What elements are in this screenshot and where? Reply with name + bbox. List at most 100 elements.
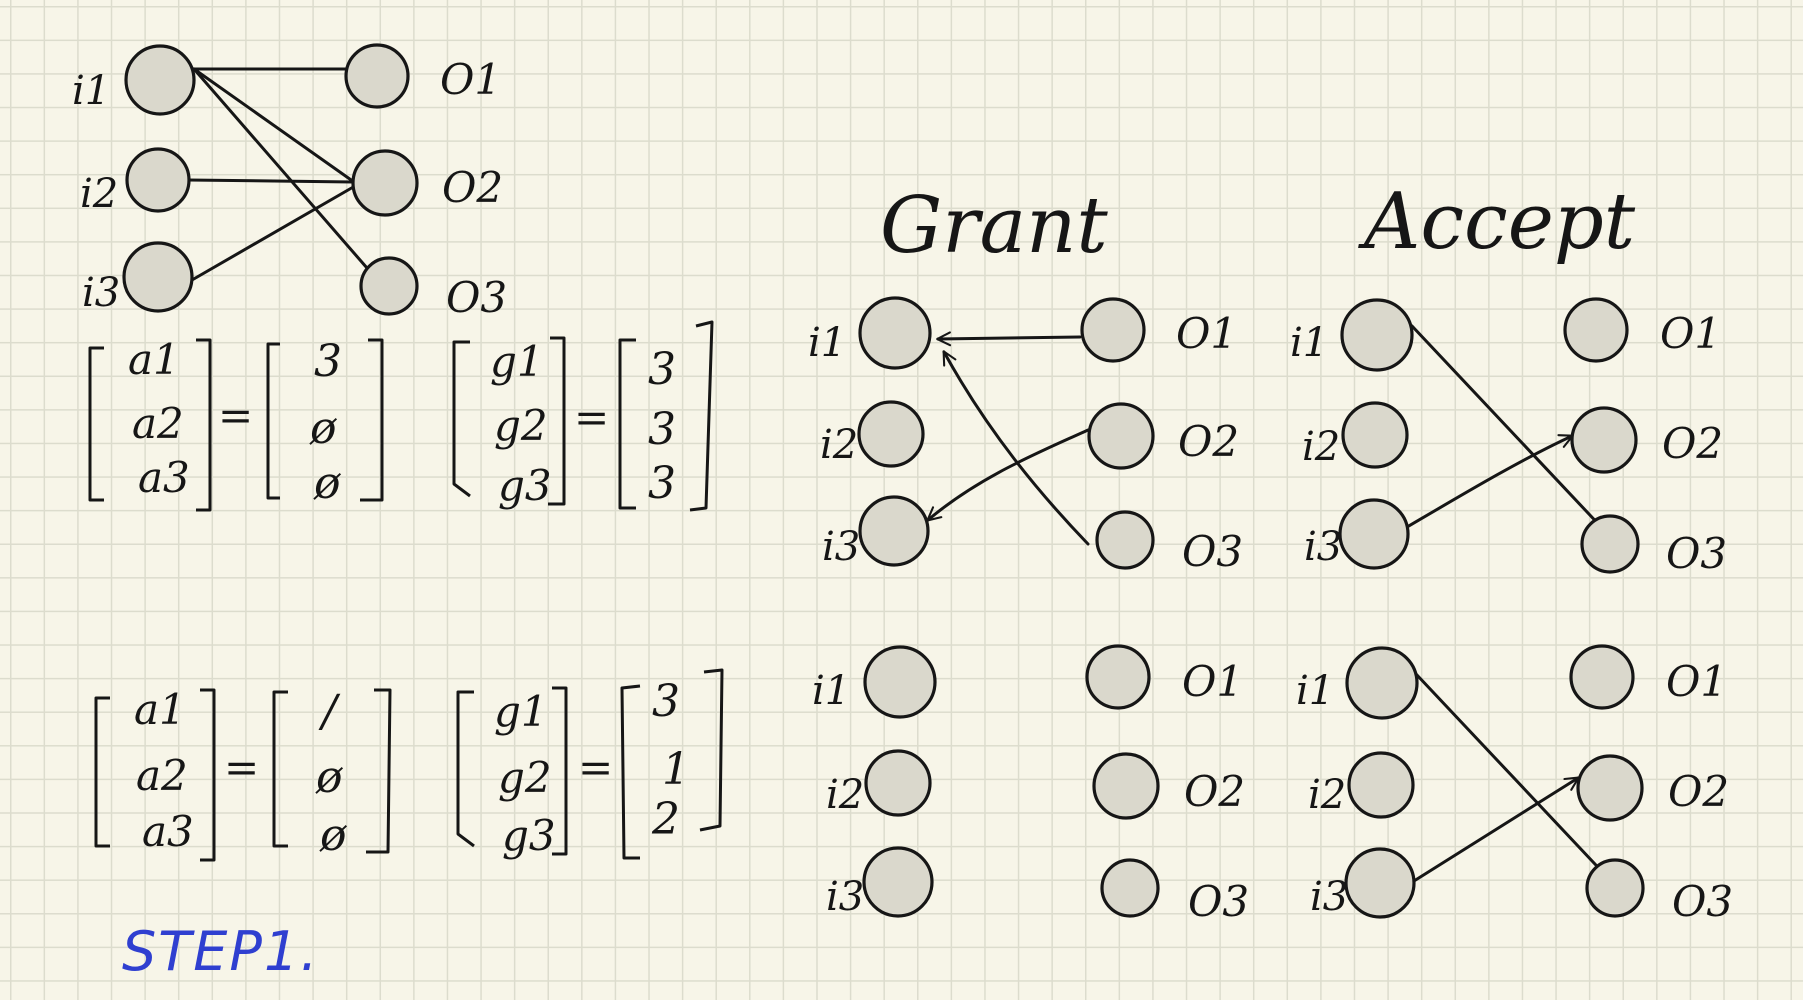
- matrix2-a-value-2: ø: [315, 752, 344, 803]
- bracket-g2-right: [552, 686, 568, 856]
- label-i2: i2: [80, 171, 118, 217]
- accept1-node-o2: [1570, 406, 1638, 474]
- matrix-a-value-1: 3: [314, 336, 342, 387]
- accept2-label-i1: i1: [1296, 668, 1334, 714]
- accept1-node-o3: [1580, 514, 1640, 574]
- matrix2-g-var-3: g3: [502, 811, 556, 860]
- heading-accept: Accept: [1358, 177, 1636, 267]
- accept1-label-i2: i2: [1302, 424, 1340, 470]
- equals-sign-2: =: [574, 393, 609, 442]
- grant-panel-2: i1 i2 i3 O1 O2 O3: [812, 644, 1249, 926]
- grant2-label-o3: O3: [1188, 877, 1249, 926]
- accept2-label-o3: O3: [1672, 877, 1733, 926]
- accept2-node-i2: [1347, 751, 1415, 819]
- accept1-node-i1: [1340, 298, 1414, 372]
- bracket-av-right: [360, 338, 384, 502]
- grant1-label-o3: O3: [1182, 527, 1243, 576]
- accept1-node-i3: [1338, 498, 1410, 570]
- equals-sign: =: [218, 391, 253, 440]
- matrix2-a-value-1: /: [318, 686, 341, 737]
- bracket-a-right: [196, 338, 212, 512]
- matrix-g-var-1: g1: [490, 337, 544, 386]
- accept1-node-o1: [1563, 297, 1629, 363]
- bracket-g2v-left: [620, 684, 641, 860]
- grant2-node-i2: [864, 749, 932, 817]
- grant2-node-i3: [862, 846, 934, 918]
- node-o1: [344, 43, 410, 109]
- matrix2-g-value-1: 3: [652, 676, 680, 727]
- accept2-label-o1: O1: [1666, 657, 1727, 706]
- bipartite-graph: i1 i2 i3 O1 O2 O3: [72, 43, 507, 322]
- grant2-label-o2: O2: [1184, 767, 1245, 816]
- label-i3: i3: [82, 270, 120, 316]
- bracket-g2-left: [456, 690, 475, 848]
- grant1-label-i3: i3: [822, 524, 860, 570]
- equals-sign-3: =: [224, 743, 259, 792]
- matrix-a-var-2: a2: [132, 399, 184, 448]
- bracket-g-left: [452, 340, 471, 498]
- matrix-g-value-3: 3: [648, 458, 676, 509]
- grant2-node-o3: [1100, 858, 1160, 918]
- bracket-a2-left: [94, 696, 110, 848]
- grant1-label-o1: O1: [1176, 309, 1237, 358]
- arrow-o2-to-i3: [926, 428, 1090, 522]
- grant2-label-i1: i1: [812, 668, 850, 714]
- label-i1: i1: [72, 68, 110, 114]
- matrix2-a-var-3: a3: [142, 807, 194, 856]
- matrix2-a-value-3: ø: [319, 810, 348, 861]
- bracket-gv-right: [689, 320, 714, 512]
- accept2-node-i1: [1345, 646, 1419, 720]
- grant2-label-i2: i2: [826, 772, 864, 818]
- matrix-a-var-3: a3: [138, 453, 190, 502]
- matrix-a-var-1: a1: [128, 335, 180, 384]
- bracket-g2v-right: [699, 668, 724, 832]
- grant1-label-i1: i1: [808, 320, 846, 366]
- bracket-gv-left: [618, 338, 636, 510]
- accept-panel-2: i1 i2 i3 O1 O2 O3: [1296, 644, 1733, 926]
- arrow2-i3-to-o2: [1404, 776, 1580, 888]
- grant2-node-o2: [1092, 752, 1160, 820]
- bracket-a-left: [88, 346, 104, 502]
- accept1-label-i3: i3: [1304, 524, 1342, 570]
- label-o3: O3: [446, 273, 507, 322]
- accept2-node-i3: [1344, 847, 1416, 919]
- grant1-node-i2: [857, 400, 925, 468]
- accept1-node-i2: [1341, 401, 1409, 469]
- edge-i1-o2: [192, 67, 356, 184]
- grant-panel-1: i1 i2 i3 O1 O2 O3: [808, 296, 1243, 576]
- accept1-label-o3: O3: [1666, 529, 1727, 578]
- arrow-o1-to-i1: [936, 331, 1082, 347]
- edge-i2-o2: [186, 178, 355, 184]
- matrix2-a-var-2: a2: [136, 751, 188, 800]
- bracket-g-right: [548, 336, 566, 506]
- grant1-label-i2: i2: [820, 422, 858, 468]
- node-i2: [125, 147, 191, 213]
- grant1-node-o1: [1080, 297, 1146, 363]
- node-o3: [359, 256, 419, 316]
- matrices-step2: a1 a2 a3 = / ø ø g1 g2 g3 = 3 1 2: [94, 668, 724, 862]
- accept2-node-o1: [1569, 644, 1635, 710]
- accept2-node-o3: [1585, 858, 1645, 918]
- accept2-node-o2: [1576, 754, 1644, 822]
- matrix2-g-value-3: 2: [651, 794, 680, 845]
- equals-sign-4: =: [578, 743, 613, 792]
- edge-i3-o2: [190, 184, 357, 282]
- accept2-label-i3: i3: [1310, 874, 1348, 920]
- arrow-i3-to-o2: [1400, 434, 1574, 532]
- node-i1: [124, 44, 196, 116]
- accept1-label-o2: O2: [1662, 419, 1723, 468]
- grant2-label-o1: O1: [1182, 657, 1243, 706]
- arrow2-i1-to-o3: [1414, 672, 1612, 882]
- label-o2: O2: [442, 163, 503, 212]
- matrix2-g-var-1: g1: [494, 687, 548, 736]
- matrix-g-value-2: 3: [648, 404, 676, 455]
- grant1-node-o2: [1087, 402, 1155, 470]
- accept1-label-i1: i1: [1290, 320, 1328, 366]
- step-label: STEP1.: [122, 920, 319, 983]
- grant2-node-o1: [1085, 644, 1151, 710]
- accept2-label-i2: i2: [1308, 772, 1346, 818]
- bracket-a2v-right: [366, 688, 392, 854]
- bracket-a2-right: [200, 688, 216, 862]
- accept-panel-1: i1 i2 i3 O1 O2 O3: [1290, 297, 1727, 578]
